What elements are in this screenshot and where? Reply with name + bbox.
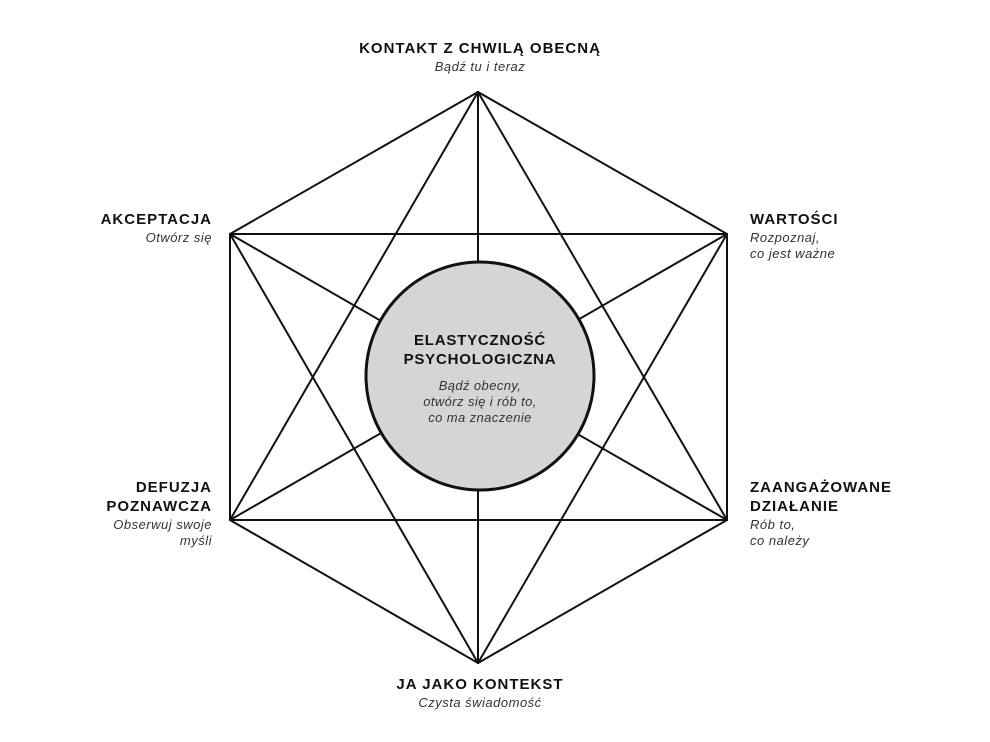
node-subtitle: Bądź tu i teraz [434,58,526,74]
node-subtitle: Obserwuj swoje myśli [113,516,212,548]
node-title: ZAANGAŻOWANE DZIAŁANIE [750,479,892,515]
hex-edge [477,91,728,235]
node-subtitle: Czysta świadomość [418,694,542,710]
node-acceptance: AKCEPTACJA Otwórz się [101,211,212,246]
node-title: KONTAKT Z CHWILĄ OBECNĄ [359,40,601,57]
center-psychological-flexibility: ELASTYCZNOŚĆ PSYCHOLOGICZNA Bądź obecny,… [366,332,594,426]
node-self-as-context: JA JAKO KONTEKST Czysta świadomość [300,676,660,711]
center-title: ELASTYCZNOŚĆ PSYCHOLOGICZNA [403,332,557,368]
node-title: AKCEPTACJA [100,211,212,228]
hex-edge [477,519,728,664]
node-title: DEFUZJA POZNAWCZA [106,479,212,515]
node-subtitle: Otwórz się [145,229,212,245]
node-title: WARTOŚCI [750,211,839,228]
hex-edge [229,519,479,664]
node-cognitive-defusion: DEFUZJA POZNAWCZA Obserwuj swoje myśli [106,479,212,549]
node-committed-action: ZAANGAŻOWANE DZIAŁANIE Rób to, co należy [750,479,892,549]
hex-edge [229,91,479,235]
node-subtitle: Rozpoznaj, co jest ważne [750,229,836,261]
node-title: JA JAKO KONTEKST [396,676,564,693]
center-subtitle: Bądź obecny, otwórz się i rób to, co ma … [423,377,537,426]
node-values: WARTOŚCI Rozpoznaj, co jest ważne [750,211,839,262]
center-circle [364,260,596,492]
node-contact-present-moment: KONTAKT Z CHWILĄ OBECNĄ Bądź tu i teraz [300,40,660,75]
node-subtitle: Rób to, co należy [750,516,810,548]
